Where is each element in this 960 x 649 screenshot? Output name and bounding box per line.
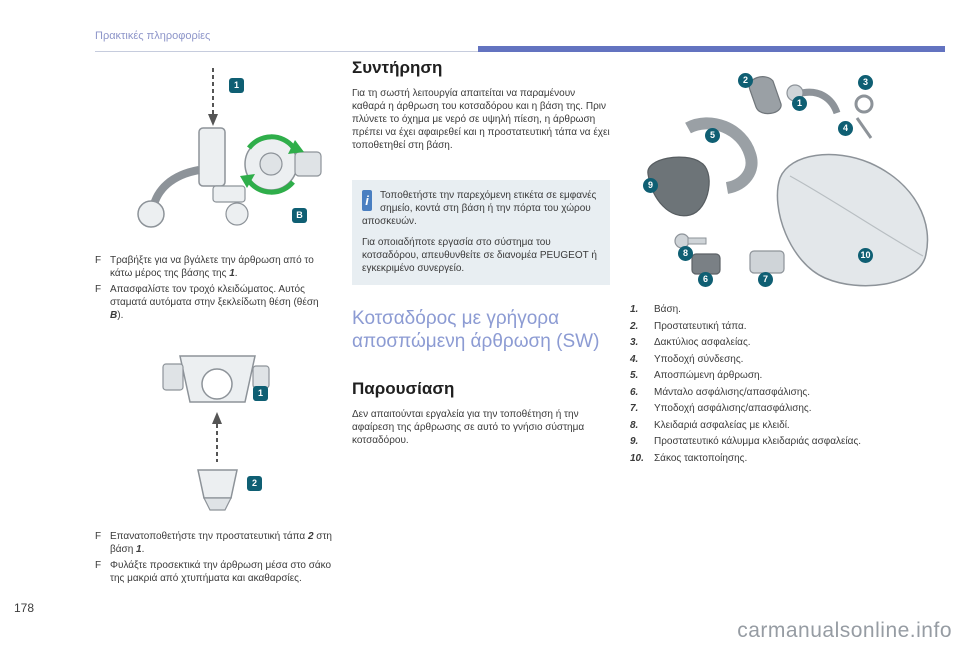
- instruction-text: Φυλάξτε προσεκτικά την άρθρωση μέσα στο …: [110, 560, 332, 584]
- info-icon: i: [362, 190, 372, 211]
- component-label-7: 7: [758, 272, 773, 287]
- page-number: 178: [14, 601, 35, 615]
- protective-cover-part: [647, 156, 710, 217]
- instruction-item: F Φυλάξτε προσεκτικά την άρθρωση μέσα στ…: [95, 559, 333, 585]
- section-heading: Κοτσαδόρος με γρήγορα αποσπώμενη άρθρωση…: [352, 308, 600, 352]
- rotation-arrows: [240, 134, 304, 195]
- legend-item: 3.Δακτύλιος ασφαλείας.: [630, 337, 751, 348]
- safety-ring-part: [854, 94, 874, 139]
- legend-item: 7.Υποδοχή ασφάλισης/απασφάλισης.: [630, 403, 812, 414]
- component-label-8: 8: [678, 246, 693, 261]
- instruction-text: Απασφαλίστε τον τροχό κλειδώματος. Αυτός…: [110, 284, 319, 321]
- maintenance-text: Για τη σωστή λειτουργία απαιτείται να πα…: [352, 88, 610, 151]
- removable-coupling-part: [685, 117, 758, 194]
- protective-cap-part: [748, 76, 782, 115]
- instruction-item: F Επανατοποθετήστε την προστατευτική τάπ…: [95, 530, 333, 556]
- pull-direction-arrow: [208, 68, 218, 126]
- lock-key-part: [674, 233, 707, 249]
- insert-direction-arrow: [212, 412, 222, 462]
- cap-part: [197, 469, 238, 511]
- figure-unlock-towball: 1 B: [95, 58, 333, 250]
- figure-label-1: 1: [253, 386, 268, 401]
- watermark: carmanualsonline.info: [737, 619, 952, 642]
- component-label-10: 10: [858, 248, 873, 263]
- instruction-item: F Τραβήξτε για να βγάλετε την άρθρωση απ…: [95, 254, 333, 280]
- presentation-text: Δεν απαιτούνται εργαλεία για την τοποθέτ…: [352, 409, 585, 446]
- component-label-3: 3: [858, 75, 873, 90]
- info-box: i Τοποθετήστε την παρεχόμενη ετικέτα σε …: [352, 180, 610, 285]
- storage-bag-part: [776, 153, 929, 287]
- component-label-9: 9: [643, 178, 658, 193]
- legend-item: 2.Προστατευτική τάπα.: [630, 320, 747, 332]
- latch-parts: [691, 250, 785, 275]
- component-label-1: 1: [792, 96, 807, 111]
- legend-item: 4.Υποδοχή σύνδεσης.: [630, 353, 744, 365]
- info-text-2: Για οποιαδήποτε εργασία στο σύστημα του …: [362, 237, 597, 274]
- component-label-4: 4: [838, 121, 853, 136]
- figure-towbar-components: 1 2 3 4 5 6 7 8 9 10: [630, 58, 945, 293]
- coupling-body: [137, 127, 249, 228]
- towball-unlock-illustration: [137, 68, 322, 228]
- arrow-bullet: F: [95, 255, 102, 266]
- figure-label-2: 2: [247, 476, 262, 491]
- running-header: Πρακτικές πληροφορίες: [95, 30, 211, 42]
- legend-item: 1.Βάση.: [630, 304, 681, 315]
- maintenance-heading: Συντήρηση: [352, 58, 443, 77]
- middle-column: Συντήρηση Για τη σωστή λειτουργία απαιτε…: [352, 58, 610, 447]
- arrow-bullet: F: [95, 560, 102, 571]
- figure-label-1: 1: [229, 78, 244, 93]
- legend-item: 10.Σάκος τακτοποίησης.: [630, 452, 748, 464]
- protective-cap-illustration: [162, 355, 270, 511]
- right-column: 1 2 3 4 5 6 7 8 9 10 1.Βάση. 2.Προστατευ…: [630, 58, 945, 468]
- legend-item: 6.Μάνταλο ασφάλισης/απασφάλισης.: [630, 386, 810, 398]
- hitch-arm-part: [786, 84, 841, 115]
- arrow-bullet: F: [95, 284, 102, 295]
- towbar-components-illustration: [647, 76, 929, 287]
- header-accent-bar: [478, 46, 945, 52]
- instructions-top: F Τραβήξτε για να βγάλετε την άρθρωση απ…: [95, 254, 333, 322]
- components-legend: 1.Βάση. 2.Προστατευτική τάπα. 3.Δακτύλιο…: [630, 303, 945, 465]
- legend-item: 5.Αποσπώμενη άρθρωση.: [630, 370, 763, 381]
- component-label-2: 2: [738, 73, 753, 88]
- towball-base: [162, 355, 270, 403]
- figure-protective-cap: 1 2: [95, 344, 333, 516]
- component-label-6: 6: [698, 272, 713, 287]
- instruction-text: Επανατοποθετήστε την προστατευτική τάπα …: [110, 531, 332, 555]
- left-column: 1 B F Τραβήξτε για να βγάλετε την άρθρωσ…: [95, 58, 333, 588]
- locking-wheel: [244, 137, 322, 191]
- info-text-1: Τοποθετήστε την παρεχόμενη ετικέτα σε εμ…: [362, 190, 597, 227]
- legend-item: 8.Κλειδαριά ασφαλείας με κλειδί.: [630, 419, 790, 431]
- component-label-5: 5: [705, 128, 720, 143]
- presentation-heading: Παρουσίαση: [352, 379, 455, 398]
- figure-label-B: B: [292, 208, 307, 223]
- instructions-bottom: F Επανατοποθετήστε την προστατευτική τάπ…: [95, 530, 333, 585]
- arrow-bullet: F: [95, 531, 102, 542]
- legend-item: 9.Προστατευτικό κάλυμμα κλειδαριάς ασφαλ…: [630, 436, 862, 447]
- instruction-text: Τραβήξτε για να βγάλετε την άρθρωση από …: [110, 255, 314, 279]
- instruction-item: F Απασφαλίστε τον τροχό κλειδώματος. Αυτ…: [95, 283, 333, 322]
